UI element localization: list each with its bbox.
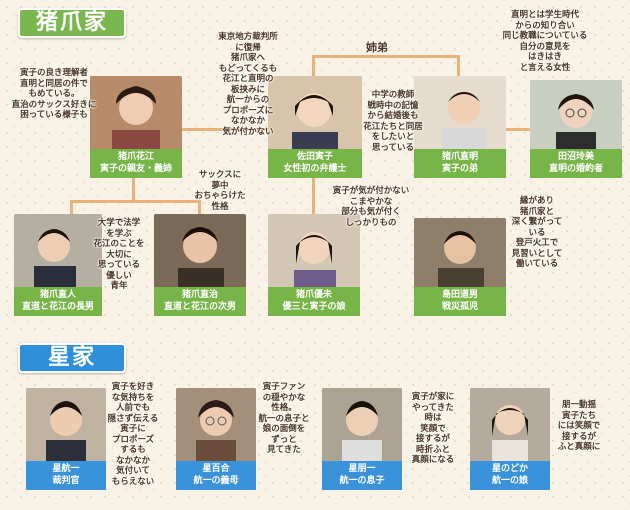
person-name: 島田道男: [441, 290, 478, 300]
naoaki-tamaki-line: [505, 128, 530, 131]
person-card-hanae[interactable]: 猪爪花江 寅子の親友・義姉: [90, 76, 182, 178]
person-name: 田沼玲美: [557, 152, 594, 162]
person-name: 星百合: [202, 464, 230, 474]
person-caption: 星朋一 航一の息子: [322, 461, 402, 490]
note-naoaki: 中学の教師 戦時中の記憶 から結婚後も 花江たちと同居 をしたいと 思っている: [363, 90, 423, 153]
person-card-yuumi[interactable]: 猪爪優未 優三と寅子の娘: [268, 214, 360, 316]
portrait-photo: [14, 214, 102, 288]
portrait-photo: [90, 76, 182, 150]
note-yuri: 寅子ファン の穏やかな 性格。 航一の息子と 娘の面倒を ずっと 見てきた: [258, 382, 310, 455]
tomoko-yuumi-line: [312, 178, 315, 214]
person-name: 猪爪直明: [441, 152, 478, 162]
note-nodoka: 朋一動揺 寅子たち には笑顔で 接するが ふと真顔に: [557, 400, 601, 452]
note-tamaki: 直明とは学生時代 からの知り合い 同じ教職についている 自分の意見を はきはき …: [502, 10, 588, 73]
person-caption: 佐田寅子 女性初の弁護士: [268, 149, 362, 178]
sibling-line-horizontal: [312, 55, 460, 58]
portrait-photo: [268, 76, 362, 150]
person-role: 女性初の弁護士: [283, 164, 347, 174]
person-name: 星のどか: [491, 464, 528, 474]
sibling-line-right: [457, 55, 460, 77]
person-caption: 猪爪花江 寅子の親友・義姉: [90, 149, 182, 178]
person-role: 航一の義母: [193, 476, 239, 486]
person-name: 猪爪優未: [295, 290, 332, 300]
person-caption: 猪爪優未 優三と寅子の娘: [268, 287, 360, 316]
siblings-label: 姉弟: [366, 41, 388, 54]
person-role: 航一の息子: [339, 476, 385, 486]
person-role: 直道と花江の長男: [21, 302, 94, 312]
person-card-michio[interactable]: 島田道男 戦災孤児: [414, 218, 506, 316]
note-tomoko: 東京地方裁判所 に復帰 猪爪家へ もどってくるも 花江と直明の 板挟みに 航一か…: [218, 32, 278, 137]
hanae-children-vertical: [132, 178, 135, 202]
person-card-tomokazu[interactable]: 星朋一 航一の息子: [322, 388, 402, 490]
person-card-nodoka[interactable]: 星のどか 航一の娘: [470, 388, 550, 490]
person-caption: 猪爪直治 直道と花江の次男: [154, 287, 246, 316]
portrait-photo: [530, 80, 622, 150]
portrait-photo: [154, 214, 246, 288]
person-card-naoaki[interactable]: 猪爪直明 寅子の弟: [414, 76, 506, 178]
sibling-line-left: [312, 55, 315, 77]
note-koichi: 寅子を好き な気持ちを 人前でも 隠さず伝える 寅子に プロポーズ するも なか…: [107, 382, 159, 487]
person-caption: 田沼玲美 直明の婚約者: [530, 149, 622, 178]
person-caption: 星のどか 航一の娘: [470, 461, 550, 490]
person-caption: 猪爪直人 直道と花江の長男: [14, 287, 102, 316]
person-role: 直道と花江の次男: [163, 302, 236, 312]
hanae-children-horizontal: [70, 200, 200, 203]
person-caption: 星航一 裁判官: [26, 461, 106, 490]
note-yuumi: 寅子が気が付かない こまやかな 部分も気が付く しっかりもの: [332, 186, 410, 228]
person-name: 星航一: [52, 464, 80, 474]
person-role: 寅子の弟: [441, 164, 478, 174]
portrait-photo: [26, 388, 106, 462]
note-michio: 縁があり 猪爪家と 深く繋がって いる 登戸火工で 見習いとして 働いている: [511, 196, 563, 269]
person-role: 航一の娘: [491, 476, 528, 486]
portrait-photo: [322, 388, 402, 462]
person-role: 直明の婚約者: [548, 164, 603, 174]
naoto-branch: [70, 200, 73, 214]
naoji-branch: [198, 200, 201, 214]
person-caption: 星百合 航一の義母: [176, 461, 256, 490]
inokuma-family-title: 猪爪家: [18, 8, 126, 38]
person-caption: 島田道男 戦災孤児: [414, 287, 506, 316]
person-name: 猪爪花江: [117, 152, 154, 162]
person-card-tamaki[interactable]: 田沼玲美 直明の婚約者: [530, 80, 622, 178]
person-card-koichi[interactable]: 星航一 裁判官: [26, 388, 106, 490]
person-caption: 猪爪直明 寅子の弟: [414, 149, 506, 178]
portrait-photo: [268, 214, 360, 288]
note-naoto: 大学で法学 を学ぶ 花江のことを 大切に 思っている 優しい 青年: [93, 218, 145, 291]
hanae-naoaki-line: [180, 128, 275, 131]
portrait-photo: [414, 218, 506, 288]
person-name: 猪爪直治: [181, 290, 218, 300]
note-hanae: 寅子の良き理解者 直明と同居の件で もめている。 直治のサックス好きに 困ってい…: [11, 68, 97, 120]
person-role: 戦災孤児: [441, 302, 478, 312]
person-card-yuri[interactable]: 星百合 航一の義母: [176, 388, 256, 490]
person-card-naoto[interactable]: 猪爪直人 直道と花江の長男: [14, 214, 102, 316]
portrait-photo: [176, 388, 256, 462]
person-role: 寅子の親友・義姉: [99, 164, 172, 174]
person-name: 猪爪直人: [39, 290, 76, 300]
person-role: 裁判官: [52, 476, 80, 486]
portrait-photo: [414, 76, 506, 150]
person-name: 星朋一: [348, 464, 376, 474]
person-name: 佐田寅子: [296, 152, 333, 162]
person-card-naoji[interactable]: 猪爪直治 直道と花江の次男: [154, 214, 246, 316]
note-tomokazu: 寅子が家に やってきた 時は 笑顔で 接するが 時折ふと 真顔になる: [411, 392, 455, 465]
portrait-photo: [470, 388, 550, 462]
person-role: 優三と寅子の娘: [282, 302, 346, 312]
person-card-tomoko[interactable]: 佐田寅子 女性初の弁護士: [268, 76, 362, 178]
note-naoji: サックスに 夢中 おちゃらけた 性格: [194, 170, 246, 212]
hoshi-family-title: 星家: [18, 343, 126, 373]
